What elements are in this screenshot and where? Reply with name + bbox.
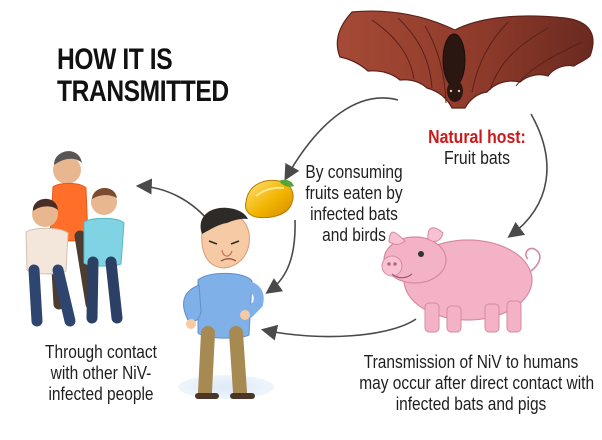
bat-to-pig-arrow [507,113,548,238]
contact-text-line-3: infected people [48,384,154,404]
fruit-text-line-1: By consuming [305,162,403,182]
fruit-text-line-2: fruits eaten by [305,183,403,203]
fruit-text-line-3: infected bats [310,204,398,224]
fruit-transmission-text: By consuming fruits eaten by infected ba… [302,162,405,246]
natural-host-label: Natural host: Fruit bats [422,127,533,169]
contact-transmission-text: Through contact with other NiV- infected… [24,342,179,405]
title-line-2: TRANSMITTED [57,75,229,108]
mango-illustration [245,179,294,219]
pig-text-line-1: Transmission of NiV to humans [363,352,579,372]
natural-host-title: Natural host: [428,127,526,147]
pig-text-line-2: may occur after direct contact with [359,373,595,393]
fruit-text-line-4: and birds [322,225,386,245]
pig-to-person-arrow [260,318,417,341]
natural-host-value: Fruit bats [443,148,511,168]
contact-text-line-2: with other NiV- [50,363,152,383]
fruit-bat-illustration [336,10,594,109]
pig-text-line-3: infected bats and pigs [395,394,547,414]
bat-to-fruit-arrow [284,97,399,181]
pig-transmission-text: Transmission of NiV to humans may occur … [359,352,595,415]
page-title: HOW IT IS TRANSMITTED [57,44,229,108]
contact-text-line-1: Through contact [45,342,157,362]
person-to-people-arrow [135,178,208,220]
title-line-1: HOW IT IS [57,43,173,76]
infected-people-group-illustration [25,151,125,327]
pig-illustration [381,227,541,333]
sick-person-illustration [183,207,264,399]
fruit-to-person-arrow [265,219,296,294]
sick-person-shadow [178,375,274,399]
